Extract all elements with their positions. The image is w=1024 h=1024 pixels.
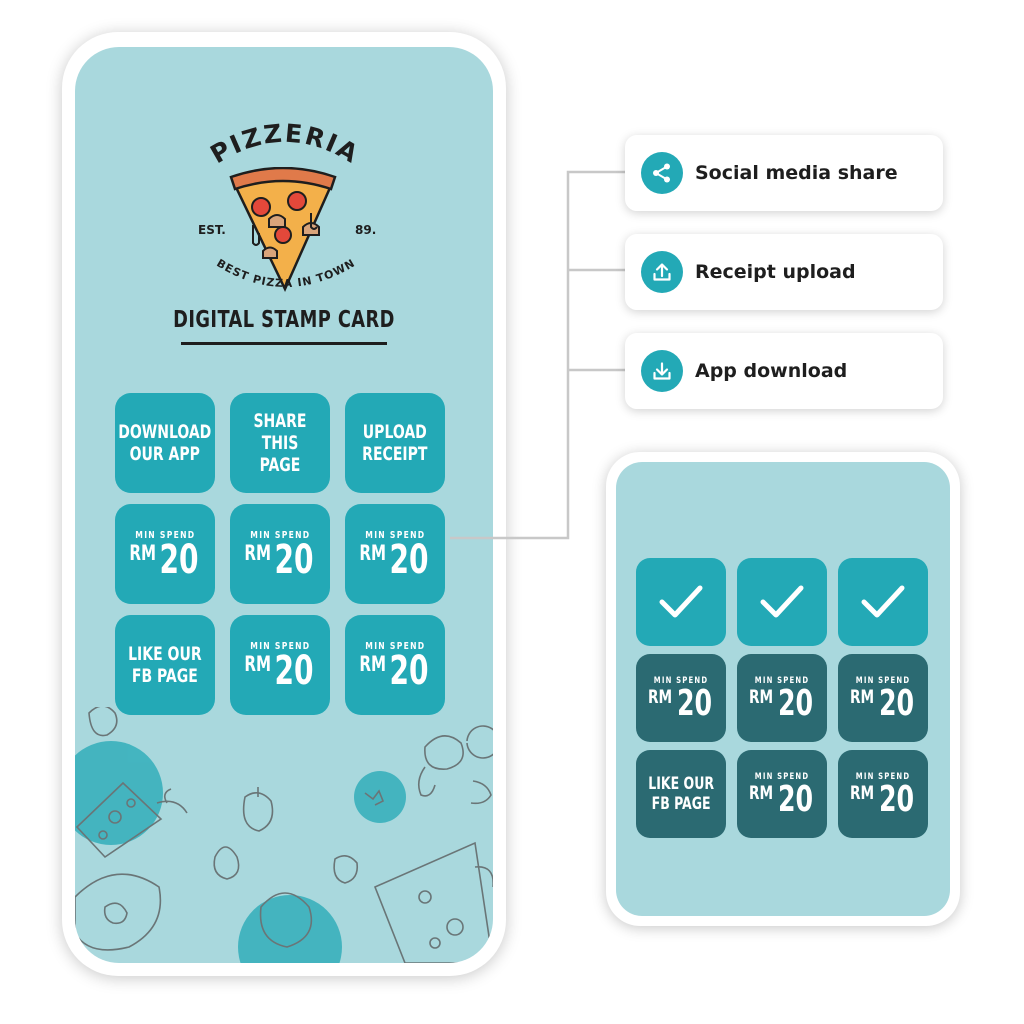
stamp-task-label: LIKE OUR FB PAGE bbox=[648, 774, 714, 814]
stamp-value: 20 bbox=[777, 683, 813, 724]
stamp-value: 20 bbox=[777, 779, 813, 820]
checkmark-icon bbox=[861, 585, 905, 618]
stamp-task-label: LIKE OUR FB PAGE bbox=[128, 643, 202, 687]
stamp-min-spend-label: MIN SPEND bbox=[754, 676, 810, 686]
feature-app-download[interactable]: App download bbox=[625, 333, 943, 409]
stamp-checked[interactable] bbox=[737, 558, 827, 646]
upload-icon bbox=[641, 251, 683, 293]
stamp-currency: RM bbox=[749, 782, 774, 804]
stamp-min-spend-label: MIN SPEND bbox=[364, 530, 426, 541]
feature-label: App download bbox=[695, 360, 848, 382]
logo-tagline-arc: BEST PIZZA IN TOWN bbox=[214, 256, 357, 290]
stamp-currency: RM bbox=[244, 541, 271, 565]
stamp-task[interactable]: SHARE THIS PAGE bbox=[230, 393, 330, 493]
stamp-min-spend-label: MIN SPEND bbox=[364, 641, 426, 652]
stamp-checked[interactable] bbox=[838, 558, 928, 646]
stamp-currency: RM bbox=[749, 686, 774, 708]
food-doodles-illustration bbox=[75, 707, 493, 963]
stamp-value: 20 bbox=[159, 537, 199, 583]
stamp-min-spend-label: MIN SPEND bbox=[134, 530, 196, 541]
stamp-currency: RM bbox=[648, 686, 673, 708]
share-icon bbox=[641, 152, 683, 194]
stamp-value: 20 bbox=[274, 648, 314, 694]
stamp-min-spend-label: MIN SPEND bbox=[653, 676, 709, 686]
stamp-currency: RM bbox=[850, 686, 875, 708]
phone-frame: PIZZERIA EST. 89. BEST PIZ bbox=[62, 32, 506, 976]
stamp-min-spend-label: MIN SPEND bbox=[855, 676, 911, 686]
logo-tagline: BEST PIZZA IN TOWN bbox=[214, 256, 356, 290]
connector-lines bbox=[450, 170, 626, 540]
stamp-task-label: DOWNLOAD OUR APP bbox=[118, 421, 212, 465]
stamp-value: 20 bbox=[676, 683, 712, 724]
phone-screen: PIZZERIA EST. 89. BEST PIZ bbox=[75, 47, 493, 963]
feature-social-media-share[interactable]: Social media share bbox=[625, 135, 943, 211]
stamp-value: 20 bbox=[389, 648, 429, 694]
pizzeria-logo: PIZZERIA EST. 89. BEST PIZ bbox=[165, 117, 405, 317]
svg-text:PIZZERIA: PIZZERIA bbox=[205, 119, 364, 170]
feature-label: Receipt upload bbox=[695, 261, 856, 283]
stamp-currency: RM bbox=[359, 541, 386, 565]
stamp-value: 20 bbox=[878, 779, 914, 820]
logo-year: 89. bbox=[355, 223, 377, 237]
stamp-task-label: SHARE THIS PAGE bbox=[253, 410, 307, 476]
svg-text:BEST PIZZA IN TOWN: BEST PIZZA IN TOWN bbox=[214, 256, 357, 290]
stamp-min-spend-label: MIN SPEND bbox=[855, 772, 911, 782]
stamp-card-title: DIGITAL STAMP CARD bbox=[173, 307, 395, 333]
feature-receipt-upload[interactable]: Receipt upload bbox=[625, 234, 943, 310]
logo-brand: PIZZERIA bbox=[205, 119, 362, 170]
stamp-checked[interactable] bbox=[636, 558, 726, 646]
logo-est: EST. bbox=[198, 223, 226, 237]
stamp-value: 20 bbox=[274, 537, 314, 583]
stamp-value: 20 bbox=[878, 683, 914, 724]
stamp-task[interactable]: DOWNLOAD OUR APP bbox=[115, 393, 215, 493]
stamp-min-spend-label: MIN SPEND bbox=[249, 641, 311, 652]
stamp-grid: DOWNLOAD OUR APP SHARE THIS PAGE UPLOAD RE… bbox=[115, 393, 451, 715]
stamp-value: 20 bbox=[389, 537, 429, 583]
stamp-task[interactable]: LIKE OUR FB PAGE bbox=[636, 750, 726, 838]
pizza-slice-icon bbox=[229, 167, 337, 292]
stamp-currency: RM bbox=[129, 541, 156, 565]
stamp-currency: RM bbox=[244, 652, 271, 676]
stamp-task[interactable]: UPLOAD RECEIPT bbox=[345, 393, 445, 493]
stamp-currency: RM bbox=[359, 652, 386, 676]
stamp-task-label: UPLOAD RECEIPT bbox=[362, 421, 428, 465]
stamp-task[interactable]: LIKE OUR FB PAGE bbox=[115, 615, 215, 715]
stamp-min-spend-label: MIN SPEND bbox=[249, 530, 311, 541]
stamp-currency: RM bbox=[850, 782, 875, 804]
title-underline bbox=[181, 342, 387, 345]
checkmark-icon bbox=[760, 585, 804, 618]
checkmark-icon bbox=[659, 585, 703, 618]
stamp-min-spend-label: MIN SPEND bbox=[754, 772, 810, 782]
download-icon bbox=[641, 350, 683, 392]
logo-brand-arc: PIZZERIA bbox=[205, 119, 364, 170]
feature-label: Social media share bbox=[695, 162, 898, 184]
